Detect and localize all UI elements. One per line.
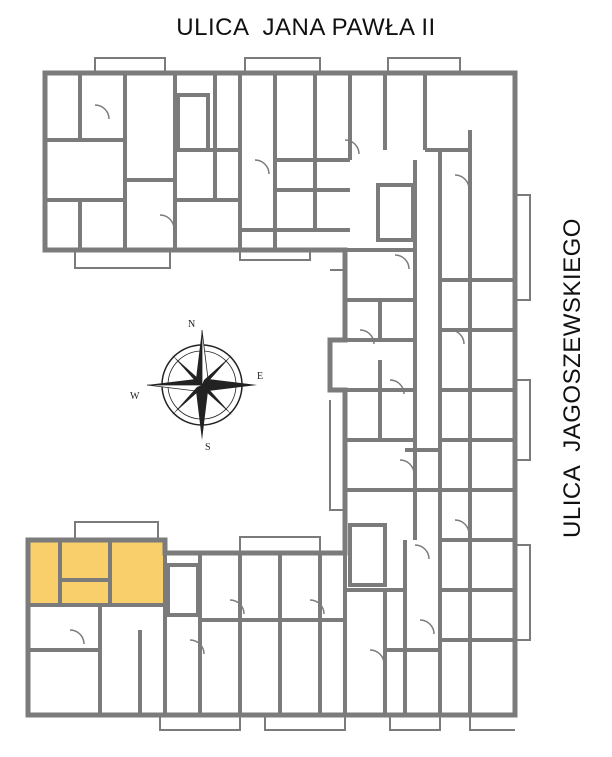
compass-north-label: N — [188, 319, 195, 330]
north-wing-walls — [45, 73, 472, 250]
compass-rose: N E S W — [130, 319, 263, 453]
street-label-north: ULICA JANA PAWŁA II — [176, 14, 436, 41]
compass-east-label: E — [257, 371, 263, 382]
compass-south-label: S — [205, 442, 211, 453]
stair-northeast — [376, 183, 415, 242]
stair-east — [348, 523, 387, 587]
balconies-north — [74, 57, 461, 269]
door-swings — [69, 104, 470, 665]
stair-north — [176, 93, 210, 152]
compass-west-label: W — [130, 391, 140, 402]
east-wing-walls — [345, 160, 515, 715]
stair-south — [166, 563, 200, 617]
balconies-inner — [74, 269, 515, 731]
south-wing-walls — [28, 540, 440, 715]
highlighted-apartment[interactable] — [30, 540, 165, 603]
balconies-east — [515, 194, 531, 641]
